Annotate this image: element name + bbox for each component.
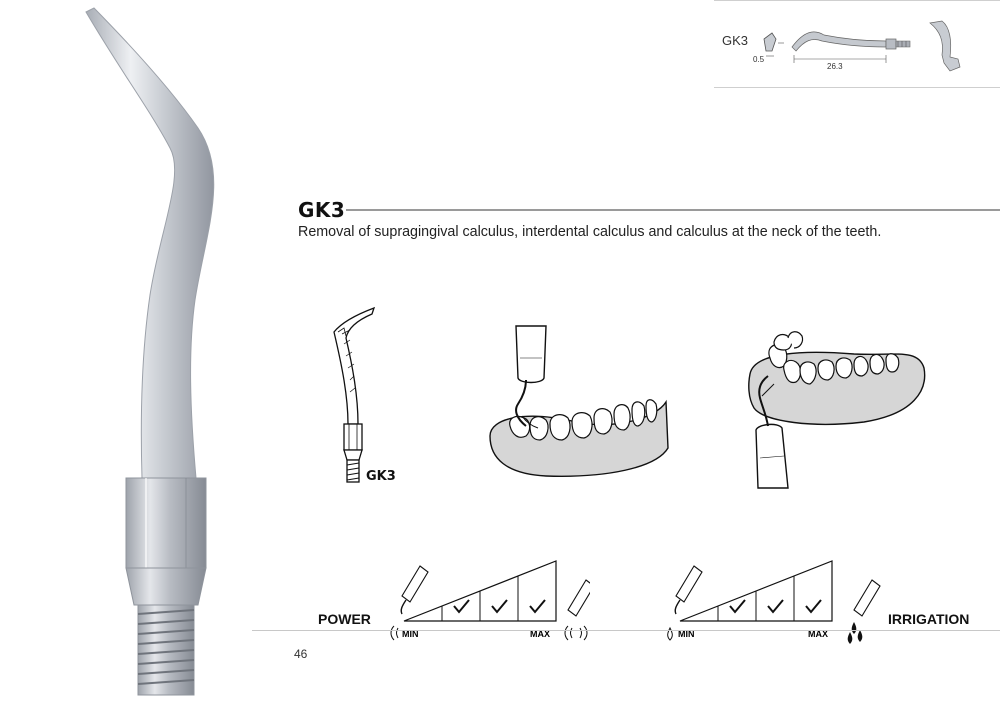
irrigation-max-icon: [847, 579, 881, 644]
tip-hex-collar: [125, 477, 207, 569]
power-scale: MIN MAX: [390, 560, 590, 641]
lower-teeth: [509, 399, 658, 441]
small-tip-label: GK3: [366, 469, 396, 484]
tip-shaft: [85, 7, 215, 479]
scaler-tip-illustration: [85, 7, 215, 696]
power-min-icon: [390, 565, 429, 641]
spec-dim-tip: 0.5: [753, 55, 765, 64]
irrigation-scale: MIN MAX: [667, 560, 881, 644]
spec-model-label: GK3: [722, 33, 749, 48]
page-number: 46: [294, 647, 308, 661]
irrigation-label: IRRIGATION: [888, 611, 970, 627]
tip-taper: [125, 567, 207, 606]
irrigation-check-3: [805, 599, 822, 614]
upper-jaw-illustration: [748, 331, 926, 489]
power-check-1: [453, 599, 470, 614]
irrigation-check-2: [767, 599, 784, 614]
bottom-divider: [252, 630, 1000, 631]
product-description: Removal of supragingival calculus, inter…: [298, 224, 882, 240]
page-title: GK3: [298, 198, 346, 222]
power-check-2: [491, 599, 508, 614]
power-max-icon: [564, 579, 590, 641]
power-min-label: MIN: [402, 629, 419, 639]
lower-jaw-illustration: [489, 325, 669, 477]
spec-dimension-drawing: 0.5 26.3: [753, 20, 961, 72]
irrigation-min-icon: [667, 565, 703, 641]
irrigation-check-1: [729, 599, 746, 614]
irrigation-min-label: MIN: [678, 629, 695, 639]
upper-teeth: [768, 331, 900, 385]
tip-thread: [137, 604, 195, 696]
spec-box: GK3 0.5 26.3: [714, 0, 1000, 88]
irrigation-max-label: MAX: [808, 629, 828, 639]
spec-dim-length: 26.3: [827, 62, 843, 71]
title-divider: [346, 209, 1000, 211]
power-label: POWER: [318, 611, 371, 627]
power-max-label: MAX: [530, 629, 550, 639]
power-check-3: [529, 599, 546, 614]
small-tip-illustration: [333, 306, 376, 483]
